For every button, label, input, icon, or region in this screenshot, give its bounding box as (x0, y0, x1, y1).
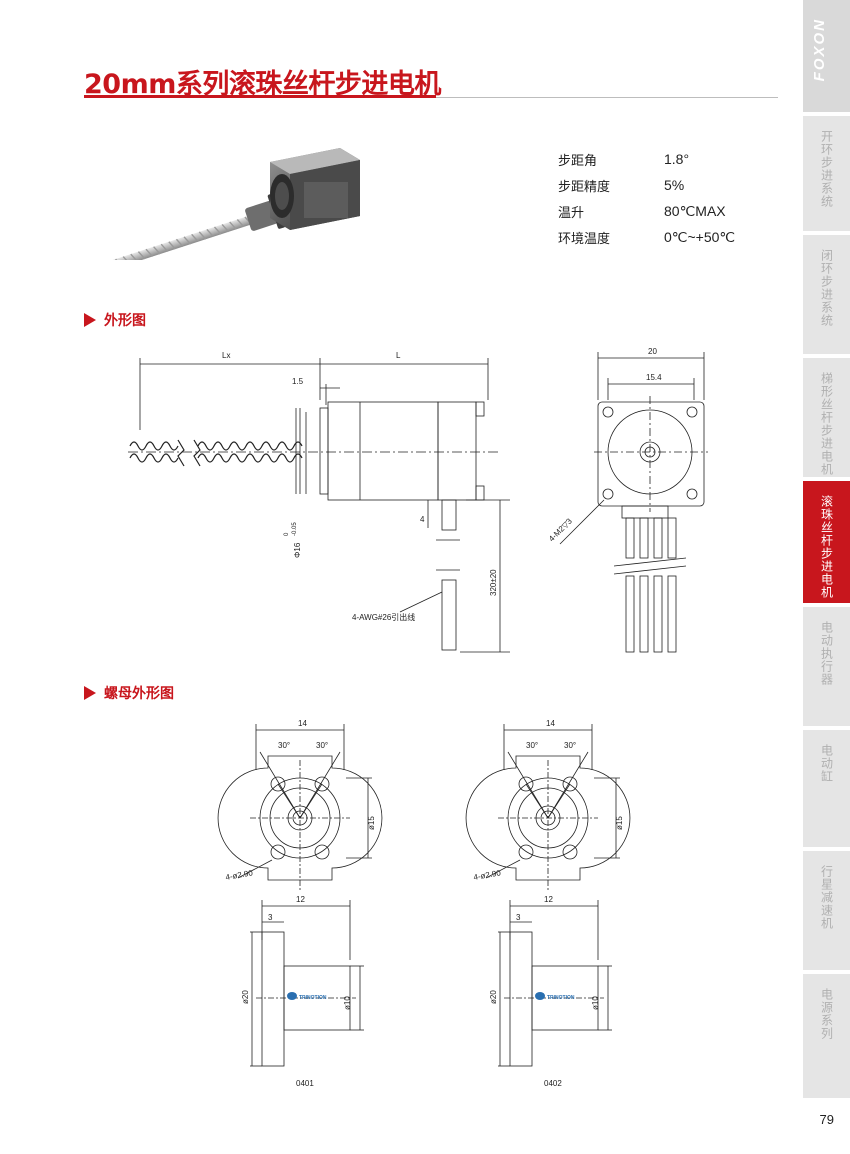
nut-a-phi20: ø20 (241, 990, 250, 1004)
sidebar-item-label: 行星减速机 (819, 865, 834, 930)
nut-b-code: 0402 (544, 1079, 562, 1088)
dim-320: 320±20 (489, 569, 498, 596)
nut-a-holes: 4-ø2.90 (225, 868, 254, 882)
dim-15-4: 15.4 (646, 373, 662, 382)
triangle-bullet-icon (84, 686, 96, 700)
sidebar-item-label: 电动执行器 (819, 621, 834, 686)
spec-row: 步距角 1.8° (558, 146, 735, 172)
sidebar-item-label: 滚珠丝杆步进电机 (819, 495, 834, 599)
sidebar-item-label: 梯形丝杆步进电机 (819, 372, 834, 476)
spec-row: 步距精度 5% (558, 172, 735, 198)
nut-b-angle-left: 30° (526, 741, 538, 750)
category-sidebar: FOXON 开环步进系统 闭环步进系统 梯形丝杆步进电机 滚珠丝杆步进电机 电动… (803, 0, 850, 1100)
nut-a-phi10: ø10 (343, 996, 352, 1010)
section-title: 螺母外形图 (104, 686, 174, 702)
nut-a-code: 0401 (296, 1079, 314, 1088)
nut-a-w12: 12 (296, 895, 305, 904)
sidebar-item-planetary[interactable]: 行星减速机 (803, 851, 850, 970)
dim-phi16-tol-dn: -0.05 (292, 522, 298, 536)
nut-a-phi15: ø15 (367, 816, 376, 830)
nut-b-w14: 14 (546, 719, 555, 728)
spec-value: 0℃~+50℃ (664, 228, 736, 245)
dim-l: L (396, 351, 401, 360)
sidebar-item-label: 电动缸 (819, 744, 834, 783)
sidebar-item-trapezoidal-screw[interactable]: 梯形丝杆步进电机 (803, 358, 850, 477)
sidebar-item-power-supply[interactable]: 电源系列 (803, 974, 850, 1098)
wire-label: 4-AWG#26引出线 (352, 612, 415, 622)
nut-a-w3: 3 (268, 913, 273, 922)
dim-lx: Lx (222, 351, 230, 360)
nut-b-angle-right: 30° (564, 741, 576, 750)
page-title: 20mm系列滚珠丝杆步进电机 (84, 69, 441, 100)
spec-value: 80℃MAX (664, 202, 726, 219)
nut-b-phi15: ø15 (615, 816, 624, 830)
nut-a-angle-left: 30° (278, 741, 290, 750)
spec-label: 步距精度 (558, 179, 611, 195)
triangle-bullet-icon (84, 313, 96, 327)
dim-phi16: Φ16 (293, 542, 302, 558)
section-heading-outline: 外形图 (84, 310, 146, 330)
nut-b-w3: 3 (516, 913, 521, 922)
spec-table: 步距角 1.8° 步距精度 5% 温升 80℃MAX 环境温度 0℃~+50℃ (558, 146, 735, 250)
nut-b-phi10: ø10 (591, 996, 600, 1010)
nut-b-phi20: ø20 (489, 990, 498, 1004)
dim-phi16-tol-up: 0 (284, 532, 290, 536)
motor-photo (109, 148, 360, 260)
nut-a-angle-right: 30° (316, 741, 328, 750)
nut-b-holes: 4-ø2.90 (473, 868, 502, 882)
sidebar-item-actuator[interactable]: 电动执行器 (803, 607, 850, 726)
sidebar-item-label: 开环步进系统 (819, 130, 834, 208)
dim-20: 20 (648, 347, 657, 356)
spec-label: 环境温度 (558, 231, 611, 247)
spec-label: 步距角 (558, 153, 598, 169)
section-heading-nut-outline: 螺母外形图 (84, 683, 174, 703)
sidebar-item-label: 电源系列 (819, 988, 834, 1040)
spec-value: 5% (664, 177, 685, 193)
sidebar-item-ball-screw[interactable]: 滚珠丝杆步进电机 (803, 481, 850, 603)
spec-value: 1.8° (664, 151, 690, 167)
title-underline (84, 95, 436, 98)
brand-logo: FOXON (803, 0, 850, 112)
spec-row: 温升 80℃MAX (558, 198, 735, 224)
section-title: 外形图 (104, 313, 146, 329)
spec-label: 温升 (558, 205, 585, 221)
sidebar-item-open-loop[interactable]: 开环步进系统 (803, 116, 850, 231)
dim-m2: 4-M2▽3 (547, 516, 574, 543)
dim-4: 4 (420, 515, 425, 524)
sidebar-item-cylinder[interactable]: 电动缸 (803, 730, 850, 847)
nut-a-w14: 14 (298, 719, 307, 728)
sidebar-item-label: 闭环步进系统 (819, 249, 834, 327)
page-number: 79 (819, 1112, 834, 1127)
spec-row: 环境温度 0℃~+50℃ (558, 224, 735, 250)
brand-name: FOXON (811, 18, 828, 82)
header-divider (436, 97, 778, 98)
trinotion-logo (287, 992, 545, 1000)
nut-a-brand: TRINOTION (299, 995, 327, 1001)
sidebar-item-closed-loop[interactable]: 闭环步进系统 (803, 235, 850, 354)
dim-1-5: 1.5 (292, 377, 304, 386)
nut-b-w12: 12 (544, 895, 553, 904)
nut-b-brand: TRINOTION (547, 995, 575, 1001)
